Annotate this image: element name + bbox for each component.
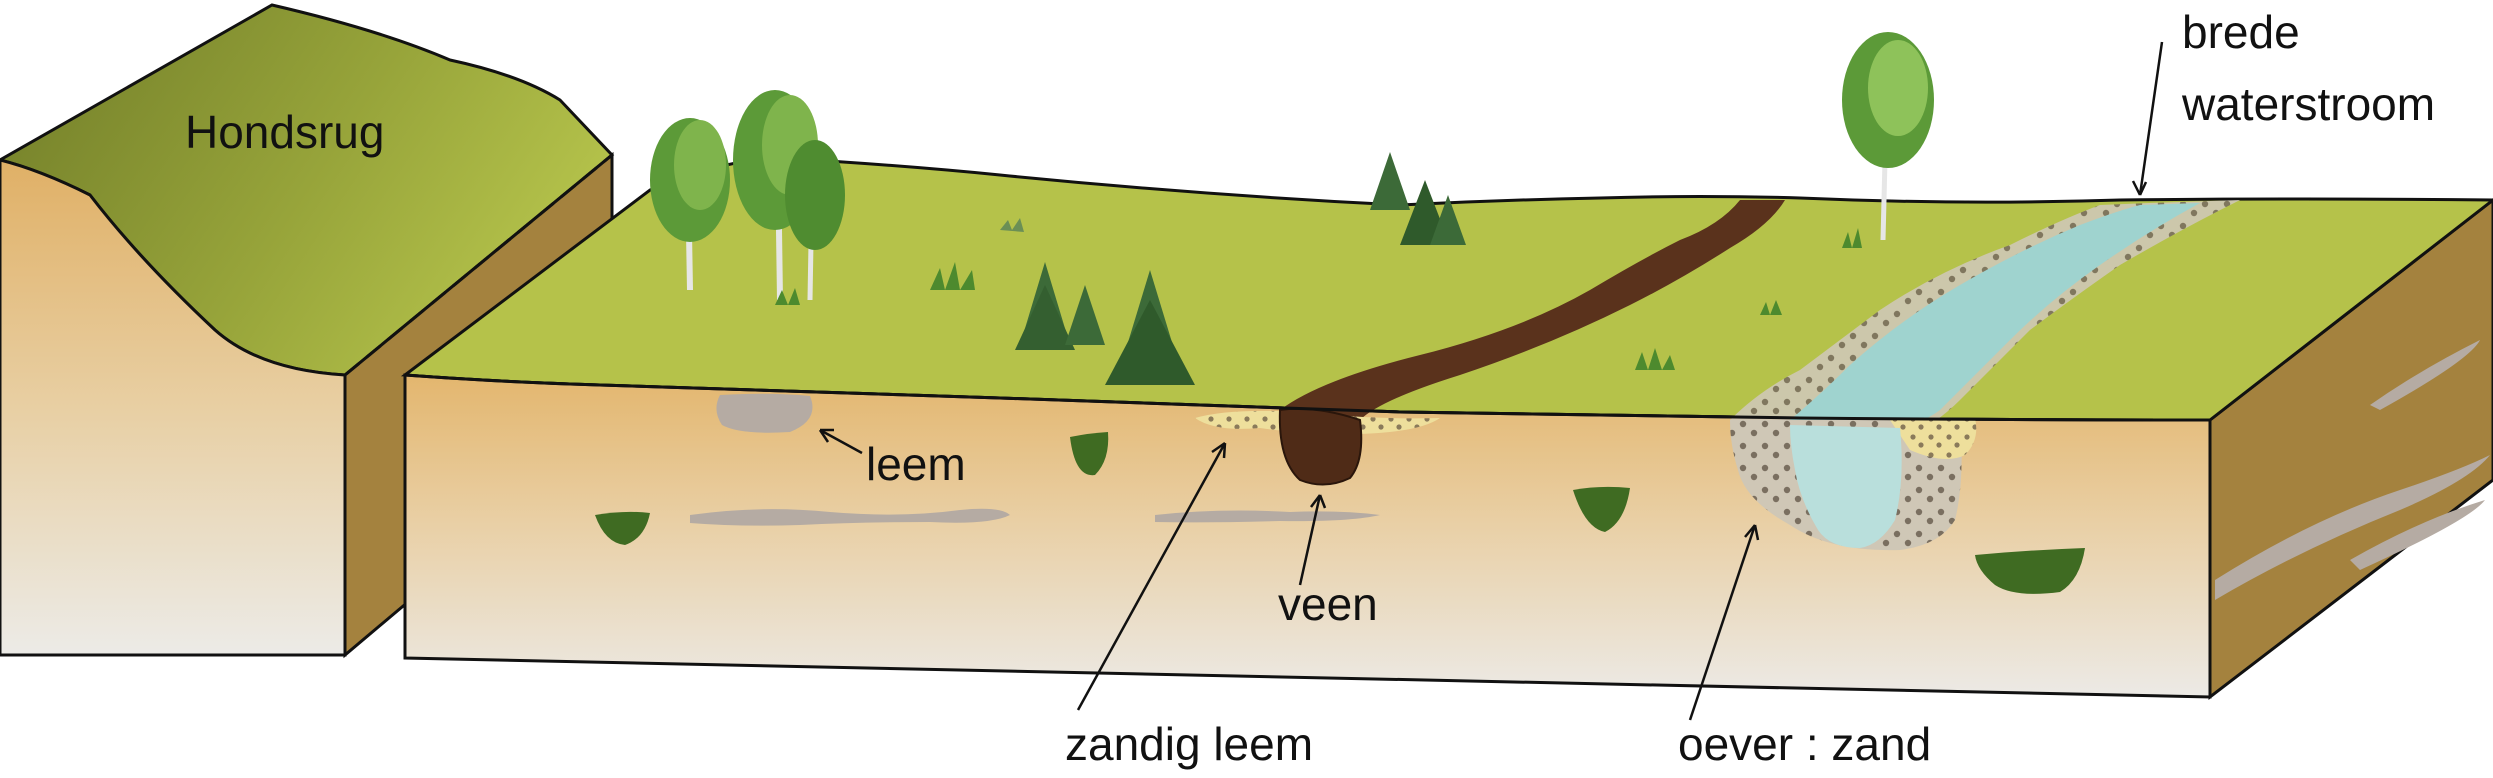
side-clay-band-3 xyxy=(2350,500,2485,570)
conifer-tree-icon xyxy=(1105,270,1195,385)
label-veen: veen xyxy=(1278,578,1378,630)
grass-tuft-icon xyxy=(1000,218,1024,232)
veen-arrowhead xyxy=(1310,494,1327,509)
label-hondsrug: Hondsrug xyxy=(185,106,384,158)
conifer-tree-icon xyxy=(1370,152,1410,210)
main-block xyxy=(400,156,2493,701)
river-water-section xyxy=(1790,425,1902,548)
label-waterstroom: waterstroom xyxy=(2181,78,2435,130)
moss-lens-1 xyxy=(595,511,650,545)
leem-lens-3 xyxy=(1155,510,1380,523)
zandig-leem-arrowhead xyxy=(1211,441,1227,459)
leem-lens-1 xyxy=(716,393,813,433)
labels: Hondsrug brede waterstroom leem veen zan… xyxy=(185,6,2435,770)
hondsrug-soil-face xyxy=(0,158,347,657)
conifer-tree-icon xyxy=(1400,180,1466,245)
label-brede: brede xyxy=(2182,6,2300,58)
birch-tree-icon xyxy=(785,140,845,301)
river-yellow-sand xyxy=(1890,418,1977,459)
brede-waterstroom-arrowhead xyxy=(2131,180,2148,196)
side-clay-band-2 xyxy=(2215,455,2490,600)
veen-arrow xyxy=(1298,494,1322,586)
label-leem: leem xyxy=(866,438,966,490)
moss-lens-2 xyxy=(1070,432,1109,476)
leem-arrow xyxy=(819,428,863,455)
cut-line xyxy=(344,153,613,377)
oever-arrow xyxy=(1688,524,1757,721)
birch-tree-icon xyxy=(1842,32,1934,241)
grass-tuft-icon xyxy=(1760,300,1782,315)
peat-channel-surface xyxy=(1280,200,1785,420)
zandig-leem-arrow xyxy=(1076,442,1227,711)
vegetation xyxy=(650,32,1934,385)
side-clay-band-1 xyxy=(2370,340,2480,410)
conifer-tree-icon xyxy=(1015,262,1075,350)
brede-waterstroom-arrow xyxy=(2138,41,2164,196)
moss-lens-3 xyxy=(1573,486,1630,532)
label-zandig-leem: zandig leem xyxy=(1065,718,1313,770)
oever-arrowhead xyxy=(1744,524,1760,541)
grass-tuft-icon xyxy=(1635,348,1675,370)
moss-lens-4 xyxy=(1975,548,2085,594)
peat-pocket xyxy=(1278,407,1363,486)
water-stream-surface xyxy=(1790,203,2200,430)
surface-edge xyxy=(404,373,2211,422)
grass-tuft-icon xyxy=(1842,228,1862,248)
leem-lens-2 xyxy=(690,508,1010,526)
grass-tuft-icon xyxy=(930,262,975,290)
conifer-tree-icon xyxy=(1065,285,1105,345)
label-oever: oever : zand xyxy=(1678,718,1931,770)
birch-tree-icon xyxy=(650,118,730,291)
leader-lines xyxy=(818,41,2164,721)
leem-arrowhead xyxy=(818,428,834,443)
grass-tuft-icon xyxy=(775,288,800,305)
